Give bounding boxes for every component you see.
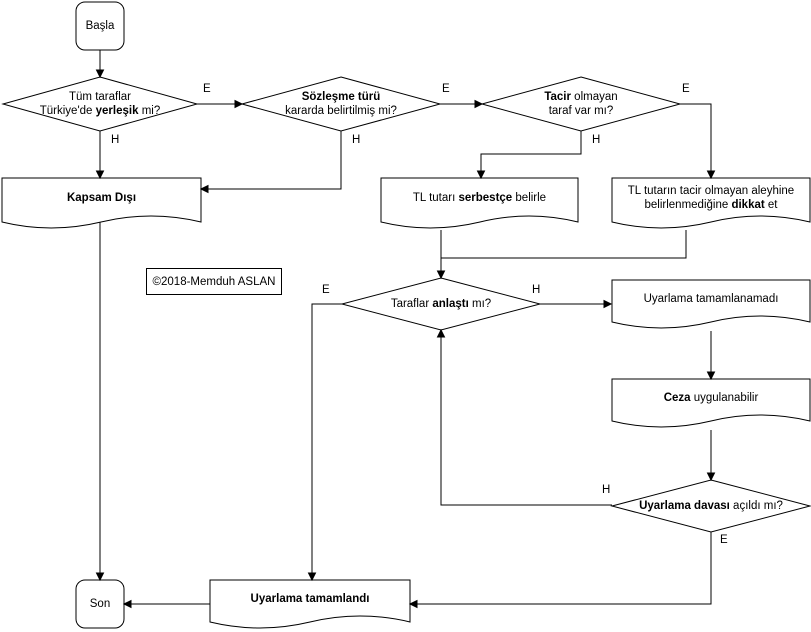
decision-2-line-2: kararda belirtilmiş mi? (285, 105, 397, 117)
penalty-label: Ceza uygulanabilir (663, 392, 759, 404)
tl-attention-box: TL tutarın tacir olmayan aleyhine belirl… (612, 178, 810, 218)
edge-label-d2-no: H (352, 134, 361, 146)
decision-dava: Uyarlama davası açıldı mı? (620, 492, 802, 520)
copyright-text: ©2018-Memduh ASLAN (152, 275, 276, 288)
edge-d2-outscope (207, 131, 342, 190)
edge-d4-completed (311, 303, 342, 574)
decision-tacir: Tacir olmayan taraf var mı? (502, 84, 660, 124)
tl-attention-line-1: TL tutarın tacir olmayan aleyhine (627, 185, 795, 197)
out-of-scope-box: Kapsam Dışı (2, 178, 201, 218)
penalty-box: Ceza uygulanabilir (612, 379, 810, 417)
out-of-scope-shape (1, 177, 202, 229)
edge-label-d1-no: H (111, 134, 120, 146)
completed-label: Uyarlama tamamlandı (250, 593, 370, 605)
edge-d5-d4 (440, 336, 612, 506)
tl-free-shape (380, 177, 579, 229)
edge-tlattention-d4 (441, 230, 687, 259)
not-completed-label: Uyarlama tamamlanamadı (643, 293, 779, 305)
arrowhead (122, 599, 132, 609)
arrowhead (436, 270, 446, 280)
decision-2-line-1: Sözleşme türü (301, 91, 381, 103)
start-node-label: Başla (85, 20, 115, 32)
decision-1-line-2: Türkiye'de yerleşik mi? (39, 105, 161, 117)
arrowhead (706, 371, 716, 381)
edge-d3-tlattention (680, 103, 712, 172)
decision-tum-taraflar: Tüm taraflar Türkiye'de yerleşik mi? (20, 84, 180, 124)
decision-4-label: Taraflar anlaştı mı? (390, 298, 492, 310)
completed-shape (209, 579, 411, 629)
penalty-shape (611, 378, 811, 428)
not-completed-box: Uyarlama tamamlanamadı (612, 280, 810, 318)
decision-5-label: Uyarlama davası açıldı mı? (639, 500, 783, 512)
edge-label-d5-no: H (602, 484, 611, 496)
arrowhead (706, 472, 716, 482)
arrowhead (234, 99, 244, 109)
edge-d3-tlfree (480, 131, 582, 172)
completed-box: Uyarlama tamamlandı (210, 580, 410, 618)
arrowhead (199, 184, 209, 194)
tl-free-label: TL tutarı serbestçe belirle (412, 192, 547, 204)
arrowhead (436, 328, 446, 338)
arrowhead (95, 170, 105, 180)
edge-label-d5-yes: E (720, 534, 728, 546)
not-completed-shape (611, 279, 811, 329)
arrowhead (95, 69, 105, 79)
edge-label-d3-no: H (592, 134, 601, 146)
edge-label-d2-yes: E (442, 83, 450, 95)
edge-label-d3-yes: E (682, 83, 690, 95)
end-node: Son (76, 580, 124, 628)
arrowhead (307, 572, 317, 582)
start-node: Başla (76, 2, 124, 50)
copyright-box: ©2018-Memduh ASLAN (146, 268, 282, 295)
tl-attention-line-2: belirlenmediğine dikkat et (644, 199, 778, 211)
decision-3-line-1: Tacir olmayan (544, 91, 618, 103)
decision-3-line-2: taraf var mı? (548, 105, 614, 117)
decision-1-line-1: Tüm taraflar (69, 91, 131, 103)
arrowhead (476, 170, 486, 180)
decision-sozlesme-turu: Sözleşme türü kararda belirtilmiş mi? (262, 84, 420, 124)
arrowhead (706, 170, 716, 180)
edge-label-d4-yes: E (322, 284, 330, 296)
end-node-label: Son (89, 598, 111, 610)
arrowhead (95, 572, 105, 582)
edge-d5-completed (416, 532, 712, 605)
edge-label-d4-no: H (532, 284, 541, 296)
edge-label-d1-yes: E (203, 83, 211, 95)
arrowhead (603, 299, 613, 309)
decision-anlasti: Taraflar anlaştı mı? (362, 290, 520, 318)
out-of-scope-label: Kapsam Dışı (66, 192, 137, 204)
arrowhead (408, 599, 418, 609)
tl-free-box: TL tutarı serbestçe belirle (381, 178, 578, 218)
tl-attention-shape (611, 177, 811, 229)
arrowhead (474, 99, 484, 109)
